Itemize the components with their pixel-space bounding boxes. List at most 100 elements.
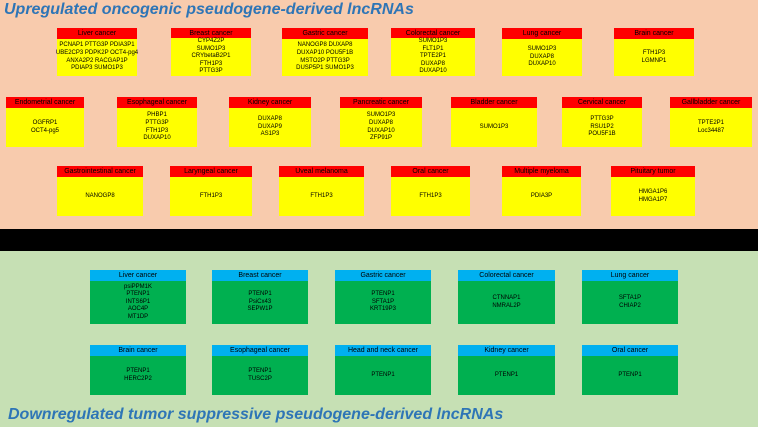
gene-line: DUXAP8 — [368, 119, 393, 126]
gene-line: DUXAP10 POU5F1B — [296, 49, 354, 56]
gene-line: PDIA3P — [530, 192, 553, 199]
card-gene-list: PTENP1 — [582, 356, 678, 395]
gene-line: DUXAP8 — [257, 116, 282, 123]
gene-line: PsiCx43 — [248, 298, 272, 305]
gene-line: SEPW1P — [247, 306, 273, 313]
gene-line: PTTG3P — [590, 116, 614, 123]
gene-line: SUMO1P3 — [196, 45, 226, 52]
gene-line: ANXA2P2 RACGAP1P — [66, 57, 128, 64]
card-title: Laryngeal cancer — [170, 166, 252, 177]
gene-line: FTH1P3 — [310, 192, 333, 199]
gene-line: CTNNAP1 — [492, 294, 521, 301]
gene-line: DUSP5P1 SUMO1P3 — [296, 65, 354, 72]
gene-line: PDIAP3 SUMO1P3 — [71, 65, 123, 72]
downregulated-heading: Downregulated tumor suppressive pseudoge… — [8, 406, 504, 423]
upregulated-heading: Upregulated oncogenic pseudogene-derived… — [4, 1, 414, 18]
gene-line: DUXAP10 — [143, 135, 171, 142]
gene-line: ZFP91P — [369, 135, 392, 142]
gene-line: POU5F1B — [588, 131, 616, 138]
gene-line: PTENP1 — [126, 291, 150, 298]
gene-line: FTH1P3 — [642, 49, 666, 56]
gene-line: FTH1P3 — [199, 60, 223, 67]
gene-line: PTENP1 — [371, 371, 395, 378]
card-title: Oral cancer — [582, 345, 678, 356]
gene-line: MSTO2P PTTG3P — [300, 57, 350, 64]
gene-line: TPTE2P1 — [419, 53, 446, 60]
gene-line: MT1DP — [127, 313, 149, 320]
card-gene-list: PDIA3P — [502, 177, 581, 216]
card-title: Oral cancer — [391, 166, 470, 177]
gene-line: DUXAP8 — [420, 60, 445, 67]
gene-line: RSU1P2 — [590, 123, 614, 130]
card-title: Endometrial cancer — [6, 97, 84, 108]
gene-line: HMGA1P7 — [638, 196, 668, 203]
card-gene-list: FTH1P3 — [279, 177, 364, 216]
gene-line: PTENP1 — [126, 367, 150, 374]
card-title: Lung cancer — [582, 270, 678, 281]
card-title: Liver cancer — [90, 270, 186, 281]
gene-line: psiPPM1K — [123, 283, 152, 290]
card-gene-list: PTENP1 — [335, 356, 431, 395]
gene-line: SUMO1P3 — [527, 46, 557, 53]
gene-line: PTENP1 — [248, 367, 272, 374]
gene-line: PHBP1 — [147, 112, 167, 119]
gene-line: PTTG3P — [145, 119, 169, 126]
gene-line: PTENP1 — [371, 291, 395, 298]
card-title: Liver cancer — [57, 28, 137, 39]
card-title: Cervical cancer — [562, 97, 642, 108]
gene-line: FTH1P3 — [199, 192, 223, 199]
card-gene-list: FTH1P3 — [391, 177, 470, 216]
gene-line: PTENP1 — [248, 291, 272, 298]
card-title: Colorectal cancer — [458, 270, 555, 281]
gene-line: DUXAP8 — [529, 53, 554, 60]
card-title: Brain cancer — [90, 345, 186, 356]
gene-line: DUXAP10 — [528, 61, 556, 68]
gene-line: OCT4-pg5 — [30, 127, 59, 134]
card-title: Multiple myeloma — [502, 166, 581, 177]
card-title: Lung cancer — [502, 28, 582, 39]
card-title: Uveal melanoma — [279, 166, 364, 177]
card-title: Head and neck cancer — [335, 345, 431, 356]
separator-band — [0, 229, 758, 251]
gene-line: LGMNP1 — [641, 57, 667, 64]
gene-line: FTH1P3 — [145, 127, 169, 134]
gene-line: SFTA1P — [371, 298, 395, 305]
card-gene-list: NANOGP8 — [57, 177, 143, 216]
card-gene-list: PTENP1 — [458, 356, 555, 395]
gene-line: DUXAP10 — [419, 68, 447, 75]
gene-line: TUSC2P — [248, 375, 272, 382]
gene-line: AS1P3 — [260, 131, 280, 138]
gene-line: Loc34487 — [697, 127, 725, 134]
card-title: Gastrointestinal cancer — [57, 166, 143, 177]
gene-line: SUMO1P3 — [366, 112, 396, 119]
